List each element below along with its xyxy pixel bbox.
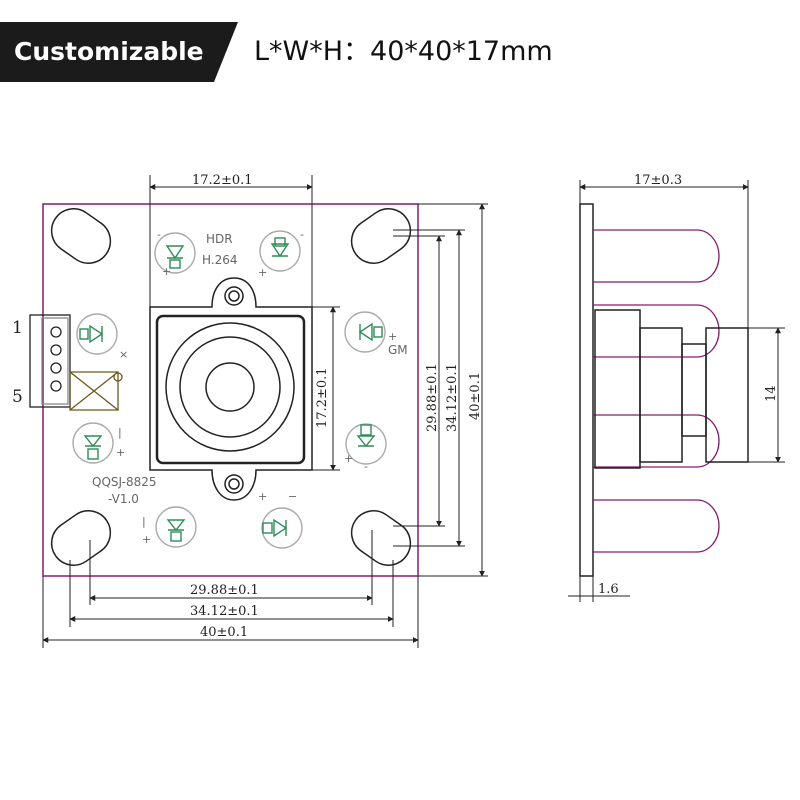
dimensions-label: L*W*H：40*40*17mm [254,36,553,67]
lens-holder-inner [155,314,306,465]
svg-text:|: | [142,515,146,528]
header-banner: Customizable L*W*H：40*40*17mm [0,22,800,82]
led-right-lower [345,423,387,465]
svg-text:+: + [162,265,171,278]
mounting-slots [50,208,412,566]
customizable-badge: Customizable [0,22,238,82]
svg-text:+: + [258,490,267,503]
screw-hole-bottom [224,474,244,494]
dim-top-lens-width: 17.2±0.1 [192,173,253,188]
led-bottom-left [155,506,197,548]
side-led-1 [593,229,720,283]
mounting-slot-top-right [350,208,412,264]
side-led-2 [593,304,720,358]
mounting-slot-bottom-left [50,510,112,566]
silk-gm: GM [388,343,408,357]
side-led-3 [593,414,720,468]
side-view: 17±0.3 14 1.6 [568,173,785,602]
lens-ring-inner [205,362,255,412]
connector-pin-1: 1 [12,318,23,338]
silk-codec: H.264 [202,253,238,267]
screw-hole-top [224,286,244,306]
board-outline [42,203,419,577]
dim-horiz-hole-inner: 29.88±0.1 [190,583,259,598]
svg-text:|: | [118,426,122,439]
side-holder-base [594,309,641,469]
lens-holder [149,277,313,501]
svg-text:+: + [258,266,267,279]
dim-lens-height: 17.2±0.1 [315,367,330,428]
led-left-lower [72,422,114,464]
side-lens-barrel [681,343,707,437]
screw-hole-bottom-inner [228,478,240,490]
svg-text:-: - [300,228,304,241]
led-left-upper [76,313,118,355]
lens-ring-outer [165,322,295,452]
svg-text:-: - [157,228,161,241]
connector-pin-5: 5 [12,387,23,407]
side-lens-front [705,327,749,463]
mounting-slot-top-left [50,208,112,264]
svg-text:+: + [142,533,151,546]
ir-leds [72,230,387,549]
led-top-left [154,232,196,274]
side-lens-holder [594,309,749,469]
svg-text:−: − [288,490,297,503]
led-right-upper [344,311,386,353]
polarity-marks: -+ -+ ×+ |+ -+ |+ +− [116,228,397,546]
led-top-right [259,230,301,272]
svg-text:×: × [119,348,128,361]
dim-vert-board: 40±0.1 [468,372,483,420]
svg-text:+: + [116,446,125,459]
dim-vert-hole-inner: 29.88±0.1 [425,363,440,432]
silk-model: QQSJ-8825 [92,475,157,489]
front-view: 1 5 HDR H.264 QQSJ-8825 -V1.0 GM -+ -+ ×… [12,173,488,648]
svg-text:+: + [344,452,353,465]
svg-text:-: - [364,460,368,473]
screw-hole-top-inner [228,290,240,302]
side-board [579,203,594,577]
side-holder-body [639,327,683,463]
lens-holder-body [149,277,313,501]
silk-version: -V1.0 [108,492,139,506]
dim-side-board-thickness: 1.6 [598,582,619,597]
side-led-4 [593,499,720,553]
side-leds [593,229,720,553]
sensor-chip-mark [69,371,119,411]
mounting-slot-bottom-right [350,510,412,566]
dim-side-height: 17±0.3 [634,173,682,188]
dim-horiz-board: 40±0.1 [200,625,248,640]
connector [29,314,123,411]
silk-hdr: HDR [206,232,233,246]
connector-housing [41,317,69,405]
side-dimension-lines [568,180,785,602]
dim-vert-hole-outer: 34.12±0.1 [445,363,460,432]
lens-ring-middle [179,336,281,438]
front-dimension-lines [42,175,488,648]
dim-horiz-hole-outer: 34.12±0.1 [190,604,259,619]
connector-body [29,314,71,408]
dim-side-lens-barrel: 14 [764,385,779,402]
svg-text:+: + [388,330,397,343]
led-bottom-right [261,507,303,549]
